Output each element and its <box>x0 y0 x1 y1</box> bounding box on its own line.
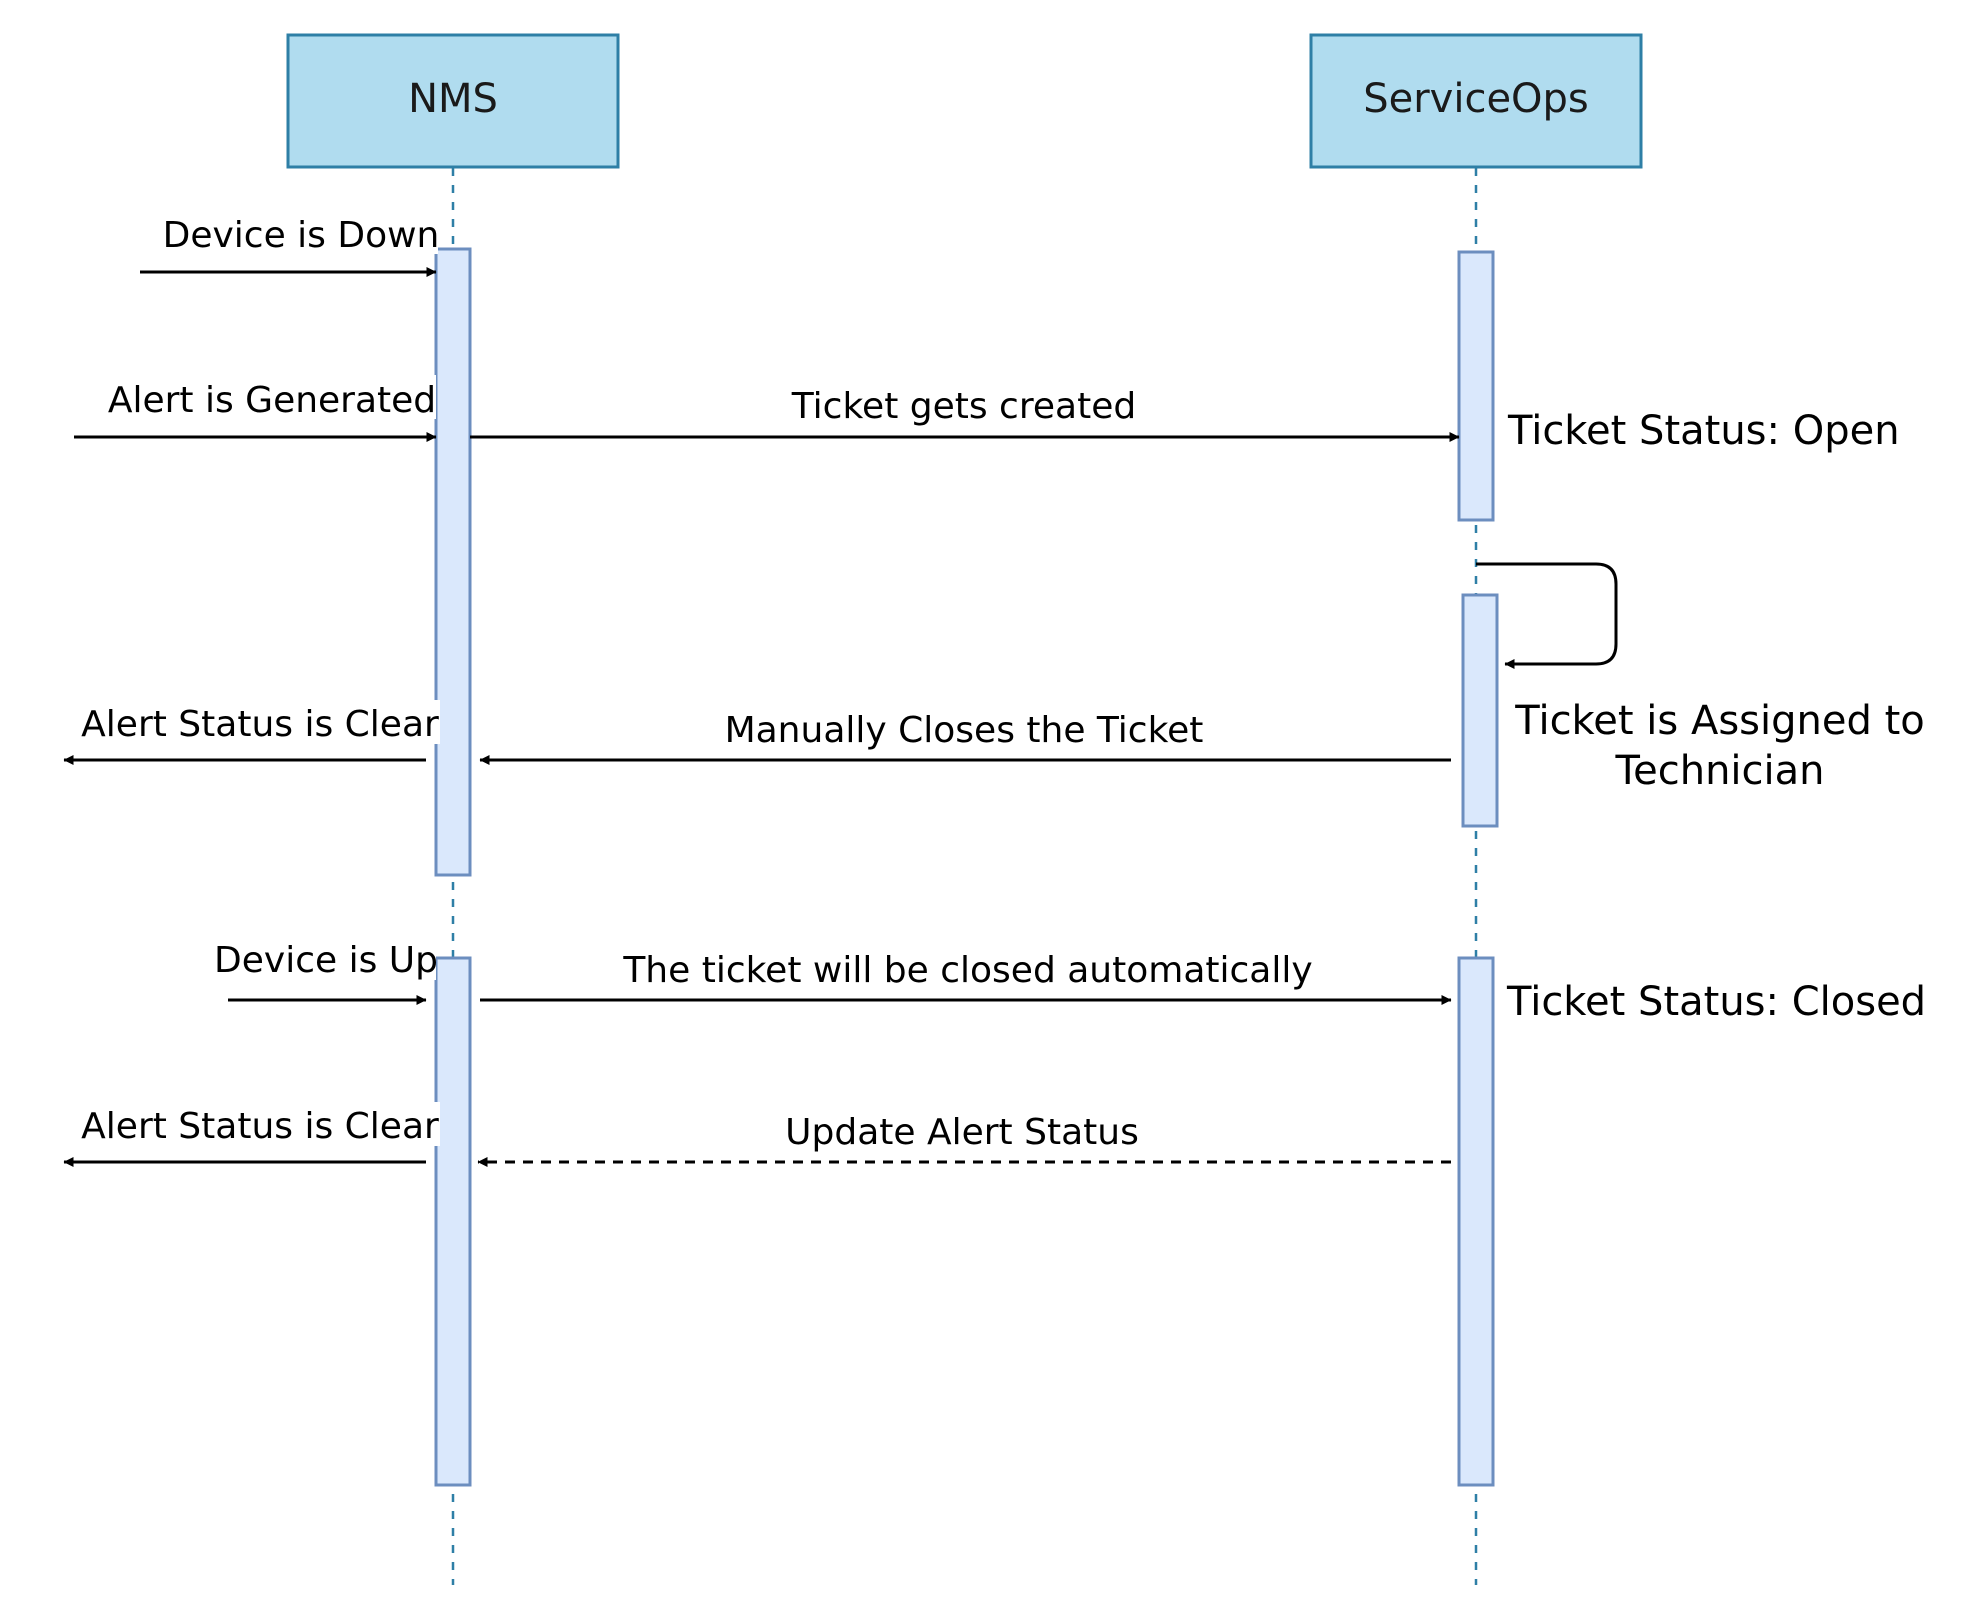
device-up-label: Device is Up <box>214 940 438 981</box>
nms-activation-1 <box>434 247 472 877</box>
ticket-status-open-note: Ticket Status: Open <box>1507 408 1900 454</box>
participant-serviceops: ServiceOps <box>1309 33 1643 169</box>
auto-close-label: The ticket will be closed automatically <box>622 950 1312 991</box>
alert-clear-2-label: Alert Status is Clear <box>81 1106 439 1147</box>
participant-nms-label: NMS <box>408 76 498 122</box>
device-down-label: Device is Down <box>163 215 440 256</box>
ticket-status-closed-note: Ticket Status: Closed <box>1506 979 1926 1025</box>
participant-serviceops-label: ServiceOps <box>1363 76 1589 122</box>
serviceops-activation-2 <box>1461 593 1499 828</box>
serviceops-activation-3 <box>1457 956 1495 1487</box>
participant-nms: NMS <box>286 33 620 169</box>
alert-generated-label: Alert is Generated <box>108 380 436 421</box>
ticket-assigned-note-line2: Technician <box>1614 748 1824 794</box>
alert-clear-1-label: Alert Status is Clear <box>81 704 439 745</box>
ticket-created-label: Ticket gets created <box>791 386 1136 427</box>
ticket-assigned-note-line1: Ticket is Assigned to <box>1514 698 1925 744</box>
update-alert-label: Update Alert Status <box>785 1112 1139 1153</box>
nms-activation-2 <box>434 956 472 1487</box>
manually-closes-label: Manually Closes the Ticket <box>725 710 1204 751</box>
serviceops-activation-1 <box>1457 250 1495 522</box>
self-assign-arrow <box>1476 562 1618 669</box>
